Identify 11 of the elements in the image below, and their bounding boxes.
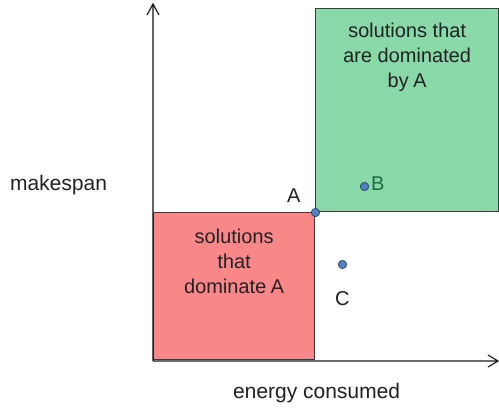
point-label: C (335, 287, 350, 311)
data-point (338, 260, 346, 268)
region-box (153, 212, 315, 360)
data-point (360, 182, 368, 190)
region-label: solutions that are dominated by A (342, 19, 472, 94)
axis-label: energy consumed (233, 380, 400, 404)
region-label: solutions that dominate A (182, 225, 286, 300)
axis-label: makespan (10, 172, 107, 196)
point-label: A (287, 184, 300, 208)
point-label: B (371, 172, 384, 196)
region-box (315, 8, 499, 212)
